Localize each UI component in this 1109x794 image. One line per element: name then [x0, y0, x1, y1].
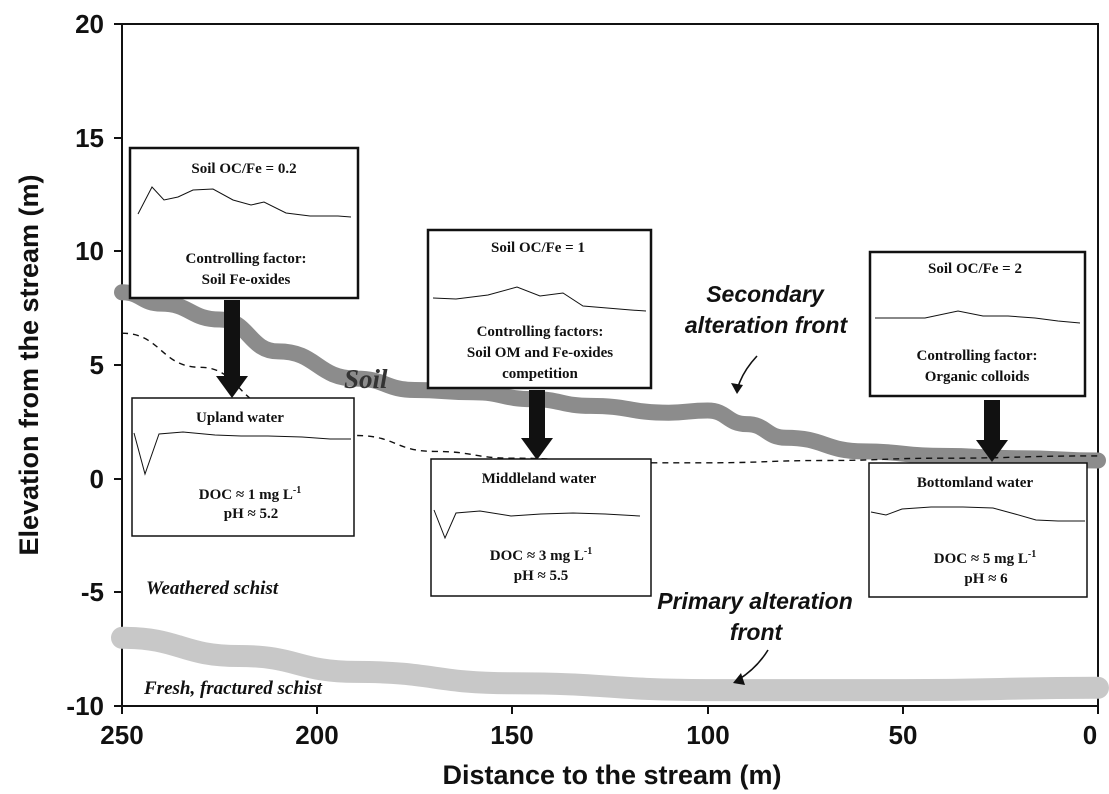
y-tick-labels: 20 15 10 5 0 -5 -10	[66, 9, 104, 721]
x-tick-label: 150	[490, 720, 533, 750]
primary-front-label-line2: front	[730, 619, 784, 645]
down-arrow-shaft	[224, 300, 240, 378]
primary-front-pointer	[737, 649, 769, 681]
soil-box-frame	[868, 250, 1087, 398]
primary-alteration-front-line	[111, 626, 1109, 702]
soil-box-2: Soil OC/Fe = 1 Controlling factors: Soil…	[426, 228, 653, 390]
soil-box-title: Soil OC/Fe = 0.2	[191, 161, 296, 177]
down-arrow-head	[521, 438, 553, 460]
down-arrows	[216, 300, 1008, 462]
down-arrow-shaft	[529, 390, 545, 440]
water-box-frame	[131, 397, 355, 537]
down-arrow-head	[976, 440, 1008, 462]
controlling-factor-label: Controlling factor:	[186, 251, 307, 267]
weathered-schist-label: Weathered schist	[146, 578, 279, 599]
water-profile-sparkline	[133, 431, 351, 476]
ph-value: pH ≈ 5.5	[514, 568, 569, 584]
soil-profile-sparkline	[432, 286, 647, 312]
controlling-factor-value: Soil Fe-oxides	[202, 272, 291, 288]
down-arrow-shaft	[984, 400, 1000, 442]
primary-front-label-line1: Primary alteration	[657, 588, 853, 614]
soil-box-title: Soil OC/Fe = 2	[928, 261, 1022, 277]
x-tick-label: 250	[100, 720, 143, 750]
doc-value: DOC ≈ 3 mg L-1	[490, 546, 592, 564]
y-tick-label: 5	[90, 350, 104, 380]
water-box-title: Bottomland water	[917, 475, 1034, 491]
soil-box-1: Soil OC/Fe = 0.2 Controlling factor: Soi…	[128, 146, 360, 300]
tick-marks	[114, 23, 1099, 714]
water-box-title: Middleland water	[482, 471, 597, 487]
controlling-factor-value: Organic colloids	[925, 369, 1030, 385]
x-tick-labels: 250 200 150 100 50 0	[100, 720, 1097, 750]
ph-value: pH ≈ 6	[964, 571, 1008, 587]
soil-box-3: Soil OC/Fe = 2 Controlling factor: Organ…	[868, 250, 1087, 398]
water-profile-sparkline	[870, 506, 1085, 522]
water-box-upland: Upland water DOC ≈ 1 mg L-1 pH ≈ 5.2	[131, 397, 355, 537]
controlling-factor-value: Soil OM and Fe-oxides	[467, 345, 613, 361]
x-axis-label: Distance to the stream (m)	[442, 760, 781, 790]
soil-profile-sparkline	[875, 310, 1081, 324]
controlling-factor-value-cont: competition	[502, 366, 578, 382]
primary-front-arrowhead	[733, 673, 745, 685]
x-tick-label: 200	[295, 720, 338, 750]
x-tick-label: 50	[889, 720, 918, 750]
y-axis-label: Elevation from the stream (m)	[14, 174, 44, 555]
x-tick-label: 0	[1083, 720, 1097, 750]
soil-profile-sparkline	[137, 186, 352, 218]
x-tick-label: 100	[686, 720, 729, 750]
y-tick-label: 0	[90, 464, 104, 494]
y-tick-label: -10	[66, 691, 104, 721]
water-box-frame	[430, 458, 652, 597]
water-box-title: Upland water	[196, 410, 284, 426]
water-box-middleland: Middleland water DOC ≈ 3 mg L-1 pH ≈ 5.5	[430, 458, 652, 597]
controlling-factor-label: Controlling factor:	[917, 348, 1038, 364]
soil-box-frame	[128, 146, 360, 300]
y-tick-label: 15	[75, 123, 104, 153]
doc-value: DOC ≈ 5 mg L-1	[934, 549, 1036, 567]
soil-label: Soil	[344, 364, 388, 394]
fresh-schist-label: Fresh, fractured schist	[143, 678, 323, 699]
soil-line	[114, 284, 1106, 469]
water-box-frame	[868, 462, 1088, 598]
doc-value: DOC ≈ 1 mg L-1	[199, 485, 301, 503]
soil-box-title: Soil OC/Fe = 1	[491, 240, 585, 256]
water-profile-sparkline	[433, 509, 641, 540]
y-tick-label: -5	[81, 577, 104, 607]
secondary-front-label-line1: Secondary	[706, 281, 825, 307]
y-tick-label: 10	[75, 236, 104, 266]
controlling-factor-label: Controlling factors:	[477, 324, 604, 340]
secondary-front-label-line2: alteration front	[685, 312, 849, 338]
secondary-front-arrowhead	[731, 383, 743, 394]
y-tick-label: 20	[75, 9, 104, 39]
ph-value: pH ≈ 5.2	[224, 506, 279, 522]
water-box-bottomland: Bottomland water DOC ≈ 5 mg L-1 pH ≈ 6	[868, 462, 1088, 598]
down-arrow-head	[216, 376, 248, 398]
